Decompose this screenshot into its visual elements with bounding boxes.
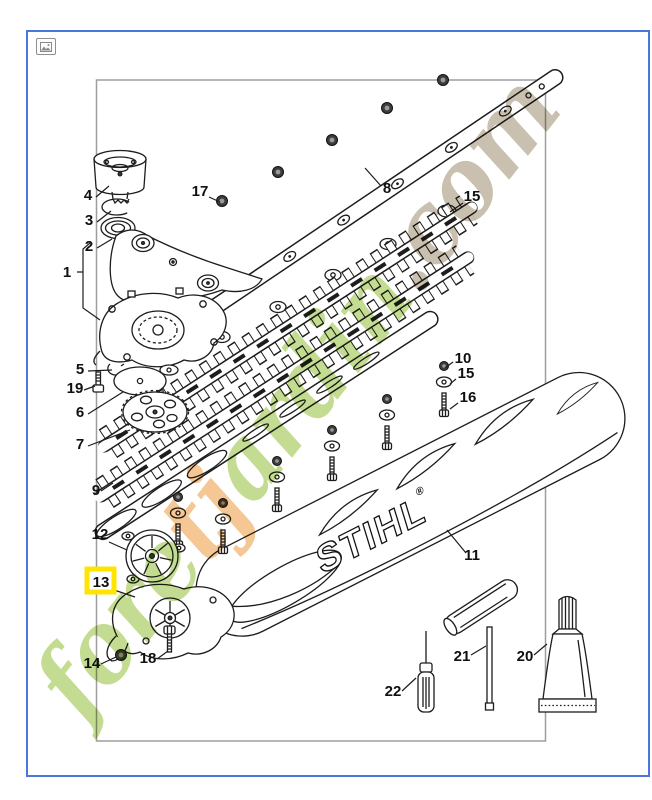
gearbox-housing-lower-part-13 <box>106 583 235 662</box>
part-callout-1[interactable]: 1 <box>63 264 71 281</box>
part-callout-18[interactable]: 18 <box>140 650 157 667</box>
part-callout-9[interactable]: 9 <box>92 482 100 499</box>
gear-part-7 <box>120 389 190 435</box>
part-callout-2[interactable]: 2 <box>85 238 93 255</box>
part-callout-5[interactable]: 5 <box>76 361 84 378</box>
part-callout-20[interactable]: 20 <box>517 648 534 665</box>
part-callout-15[interactable]: 15 <box>458 365 475 382</box>
screw-part-18 <box>163 625 176 653</box>
screwdriver-part-22 <box>417 631 435 713</box>
blade-backing-bar-part-9 <box>94 310 439 541</box>
part-callout-7[interactable]: 7 <box>76 436 84 453</box>
support-arm-casting <box>109 229 263 314</box>
part-callout-16[interactable]: 16 <box>460 389 477 406</box>
guide-bar-part-8 <box>198 69 564 321</box>
guard-vents <box>317 381 600 537</box>
watermark-text: foretjardin.com <box>7 51 583 743</box>
grease-tube-part-20 <box>538 595 597 713</box>
part-callout-17[interactable]: 17 <box>192 183 209 200</box>
highlight-box-part-13 <box>84 566 117 595</box>
part-callout-6[interactable]: 6 <box>76 404 84 421</box>
part-callout-10[interactable]: 10 <box>455 350 472 367</box>
fan-cover-part-12 <box>121 529 186 584</box>
leader-bracket-1 <box>77 242 101 321</box>
part-callout-4[interactable]: 4 <box>84 187 93 204</box>
part-callout-22[interactable]: 22 <box>385 683 402 700</box>
part-callout-3[interactable]: 3 <box>85 212 93 229</box>
gearbox-housing-upper <box>93 287 227 368</box>
part-callout-19[interactable]: 19 <box>67 380 84 397</box>
part-callout-12[interactable]: 12 <box>92 526 109 543</box>
leader-lines <box>77 167 548 692</box>
part-callout-13[interactable]: 13 <box>93 574 110 591</box>
svg-text:®: ® <box>415 484 426 499</box>
small-washer <box>159 364 179 376</box>
part-callout-15[interactable]: 15 <box>464 188 481 205</box>
snap-ring-part-3 <box>101 198 133 216</box>
clutch-drum-part-4 <box>93 149 147 205</box>
t-wrench-part-21 <box>443 579 519 711</box>
part-callout-21[interactable]: 21 <box>454 648 471 665</box>
part-callout-11[interactable]: 11 <box>464 547 480 564</box>
part-callout-14[interactable]: 14 <box>84 655 101 672</box>
image-placeholder-icon <box>36 38 56 55</box>
part-callout-8[interactable]: 8 <box>383 180 391 197</box>
screw-part-19 <box>92 371 105 393</box>
